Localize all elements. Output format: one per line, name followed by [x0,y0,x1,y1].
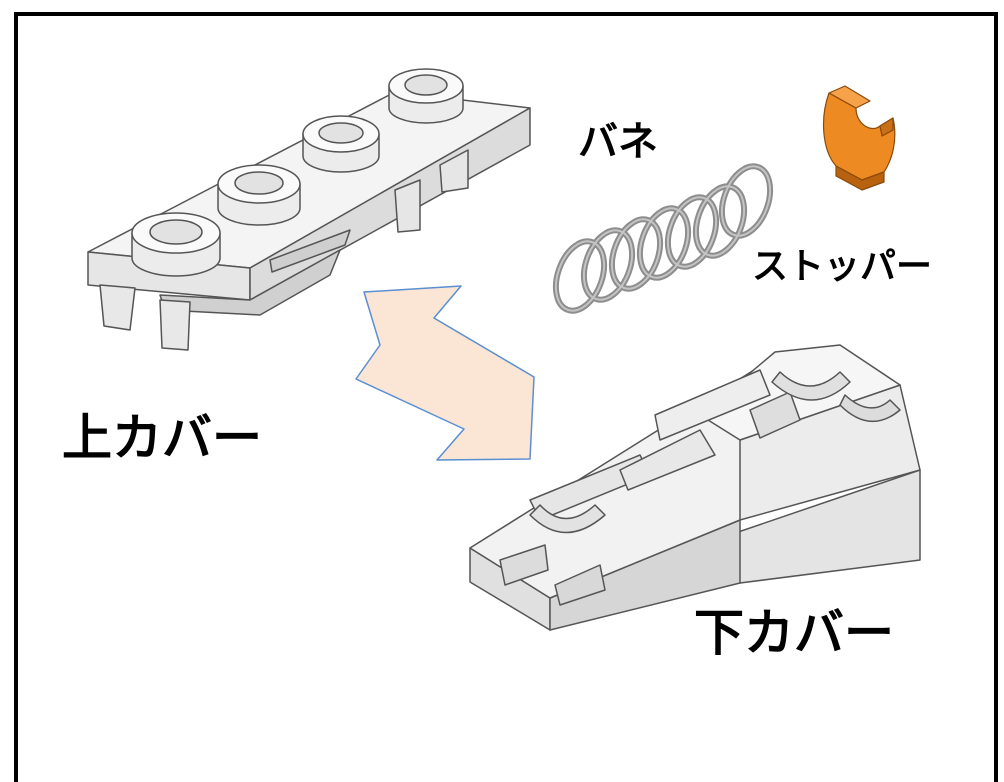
upper-cover-part [87,68,531,351]
spring-part [552,163,774,314]
upper-cover-boss-2 [217,164,301,226]
diagram-frame [14,12,998,782]
stopper-label: ストッパー [752,246,933,287]
upper-cover-boss-3 [302,115,380,173]
stopper-part [823,85,896,191]
spring-label: バネ [578,119,658,165]
lower-cover-part [469,344,921,631]
upper-cover-boss-4 [388,68,464,124]
upper-cover-label: 上カバー [62,409,262,467]
double-arrow-icon [355,285,535,461]
lower-cover-label: 下カバー [694,604,894,662]
upper-cover-boss-1 [131,212,221,277]
